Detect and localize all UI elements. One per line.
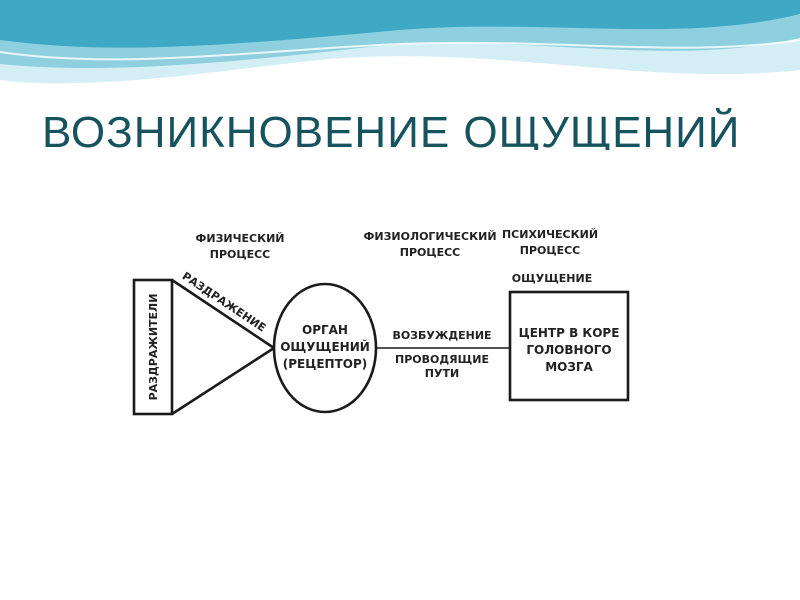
center-label-line1: ЦЕНТР В КОРЕ [519, 326, 620, 340]
slide-title: ВОЗНИКНОВЕНИЕ ОЩУЩЕНИЙ [42, 108, 741, 152]
excitation-label: ВОЗБУЖДЕНИЕ [392, 329, 491, 342]
organ-label-line1: ОРГАН [302, 323, 348, 337]
header-physical-line1: ФИЗИЧЕСКИЙ [195, 232, 284, 245]
diagram-panel: ФИЗИЧЕСКИЙ ПРОЦЕСС ФИЗИОЛОГИЧЕСКИЙ ПРОЦЕ… [42, 150, 778, 550]
header-physical-line2: ПРОЦЕСС [210, 248, 270, 261]
irritation-label: РАЗДРАЖЕНИЕ [180, 270, 268, 335]
header-psychic-line1: ПСИХИЧЕСКИЙ [502, 228, 598, 241]
header-psychic-result: ОЩУЩЕНИЕ [512, 272, 592, 285]
center-label-line3: МОЗГА [545, 360, 593, 374]
organ-label-line3: (РЕЦЕПТОР) [283, 357, 368, 371]
header-physiological-line1: ФИЗИОЛОГИЧЕСКИЙ [363, 230, 496, 243]
header-physiological-line2: ПРОЦЕСС [400, 246, 460, 259]
stimuli-label: РАЗДРАЖИТЕЛИ [147, 294, 160, 401]
brain-center-box [508, 290, 630, 402]
sensation-diagram: ФИЗИЧЕСКИЙ ПРОЦЕСС ФИЗИОЛОГИЧЕСКИЙ ПРОЦЕ… [132, 228, 630, 416]
center-label-line2: ГОЛОВНОГО [526, 343, 611, 357]
organ-label-line2: ОЩУЩЕНИЙ [280, 339, 370, 354]
cone-upper-edge [171, 278, 275, 350]
stimuli-box [132, 278, 174, 416]
cone-lower-edge [171, 346, 275, 416]
pathways-label-line2: ПУТИ [425, 367, 459, 380]
header-wave-decoration [0, 0, 800, 84]
pathways-label-line1: ПРОВОДЯЩИЕ [395, 353, 489, 366]
header-psychic-line2: ПРОЦЕСС [520, 244, 580, 257]
